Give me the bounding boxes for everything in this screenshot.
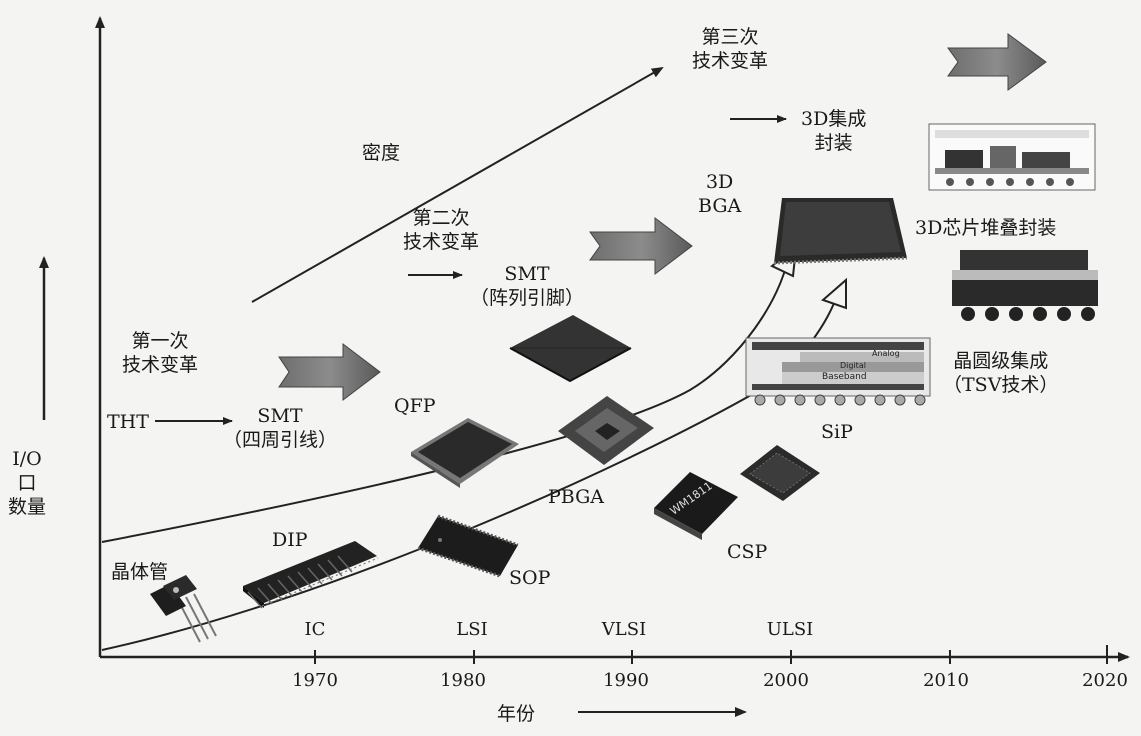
era-label-ulsi: ULSI [767, 619, 814, 640]
y-axis-label-line2: 数量 [6, 495, 48, 519]
sip-layer-digital: Digital [840, 361, 866, 370]
integration3d-label: 3D集成 封装 [801, 107, 866, 155]
transistor-image [150, 575, 216, 642]
era-label-vlsi: VLSI [602, 619, 646, 640]
smt-peripheral-label: SMT （四周引线） [223, 404, 337, 452]
x-axis-label: 年份 [497, 702, 535, 726]
era-label-lsi: LSI [456, 619, 487, 640]
third-revolution-block-arrow [948, 34, 1046, 90]
smt-peripheral-line2: （四周引线） [223, 428, 337, 452]
second-revolution-block-arrow [590, 218, 692, 274]
bga3d-line1: 3D [698, 170, 741, 194]
sop-chip-image [418, 516, 518, 576]
tick-label-2020: 2020 [1082, 670, 1128, 691]
chip-stack-image [952, 250, 1098, 321]
tick-label-2010: 2010 [923, 670, 969, 691]
sip-layer-analog: Analog [872, 349, 900, 358]
qfp-chip-image [411, 418, 519, 488]
integration3d-line1: 3D集成 [801, 107, 866, 131]
pbga-chip-image [558, 396, 654, 465]
bga3d-line2: BGA [698, 194, 741, 218]
first-revolution-line1: 第一次 [122, 329, 198, 353]
smt-peripheral-line1: SMT [223, 404, 337, 428]
third-revolution-line2: 技术变革 [692, 49, 768, 73]
sop-label: SOP [509, 566, 550, 590]
bga3d-label: 3D BGA [698, 170, 741, 218]
first-revolution-label: 第一次 技术变革 [122, 329, 198, 377]
dip-label: DIP [272, 528, 308, 552]
second-revolution-line1: 第二次 [403, 206, 479, 230]
tick-label-1990: 1990 [603, 670, 649, 691]
smt-array-label: SMT （阵列引脚） [470, 262, 584, 310]
tht-label: THT [107, 410, 149, 434]
third-revolution-line1: 第三次 [692, 25, 768, 49]
smt-array-line2: （阵列引脚） [470, 286, 584, 310]
second-revolution-line2: 技术变革 [403, 230, 479, 254]
chip-stack-label: 3D芯片堆叠封装 [915, 216, 1056, 240]
y-axis-label: I/O口 数量 [6, 447, 48, 519]
qfp-label: QFP [394, 394, 436, 418]
first-revolution-line2: 技术变革 [122, 353, 198, 377]
density-label: 密度 [362, 141, 400, 165]
sip-label: SiP [821, 420, 853, 444]
second-revolution-label: 第二次 技术变革 [403, 206, 479, 254]
x-axis-ticks [315, 645, 1107, 664]
density-trend-arrow [252, 68, 662, 302]
tick-label-1980: 1980 [440, 670, 486, 691]
smt-array-chip-image [510, 315, 631, 381]
integration3d-line2: 封装 [801, 131, 866, 155]
wafer-level-label: 晶圆级集成 （TSV技术） [943, 349, 1058, 397]
third-revolution-label: 第三次 技术变革 [692, 25, 768, 73]
first-revolution-block-arrow [279, 344, 380, 400]
bga3d-chip-image [774, 198, 907, 263]
tick-label-2000: 2000 [763, 670, 809, 691]
sip-layer-baseband: Baseband [822, 372, 867, 382]
dip-chip-image [243, 541, 378, 608]
wafer-level-line2: （TSV技术） [943, 373, 1058, 397]
csp-chip-image [654, 445, 820, 540]
era-label-ic: IC [305, 619, 326, 640]
tick-label-1970: 1970 [292, 670, 338, 691]
pbga-label: PBGA [548, 485, 604, 509]
csp-label: CSP [727, 540, 767, 564]
transistor-label: 晶体管 [111, 560, 168, 584]
lower-curve-arrowhead [823, 280, 846, 308]
smt-array-line1: SMT [470, 262, 584, 286]
wafer-level-line1: 晶圆级集成 [943, 349, 1058, 373]
integration3d-package-image [929, 124, 1095, 190]
y-axis-label-line1: I/O口 [6, 447, 48, 495]
